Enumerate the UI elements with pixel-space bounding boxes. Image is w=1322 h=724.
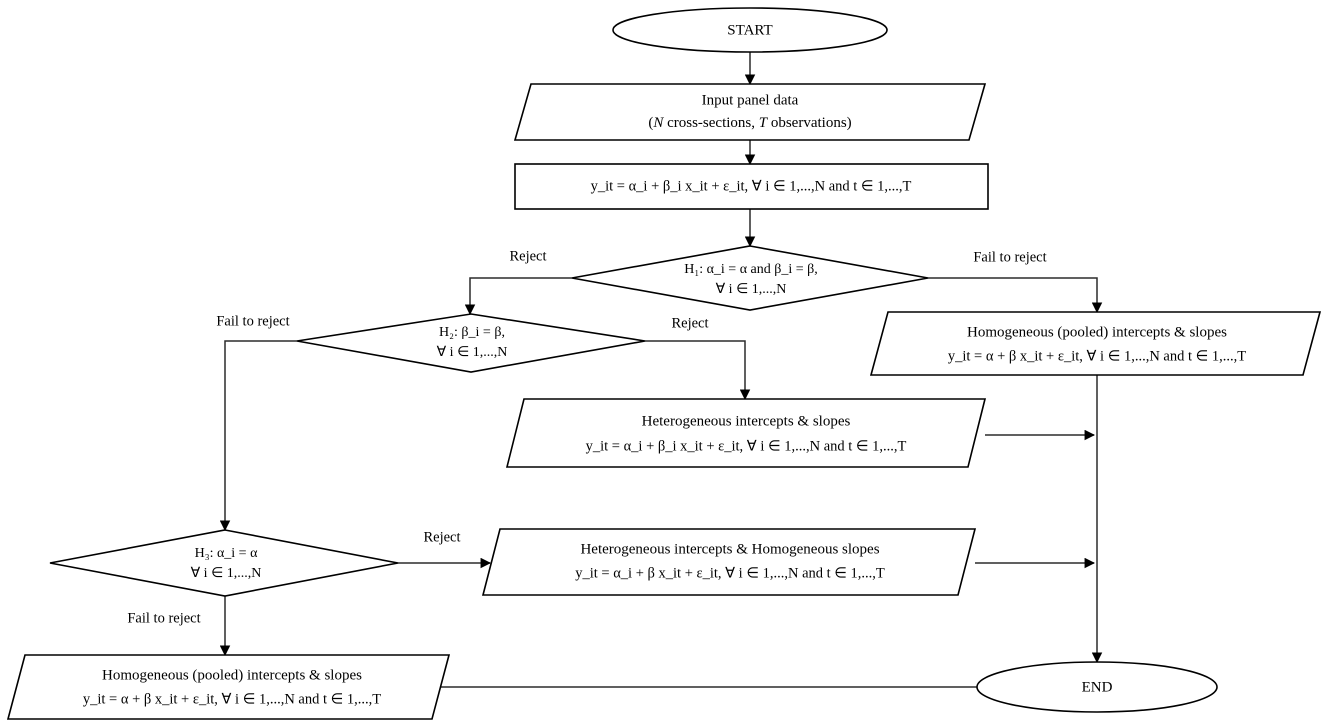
h1-line1: H₁: α_i = α and β_i = β, — [684, 262, 818, 277]
node-h1-decision[interactable]: H₁: α_i = α and β_i = β, ∀ i ∈ 1,...,N — [571, 245, 929, 311]
edge-labels: Reject Fail to reject Fail to reject Rej… — [127, 248, 1046, 626]
label-h2-reject: Reject — [671, 315, 708, 331]
h3-diamond[interactable] — [49, 529, 399, 597]
node-pooled-right[interactable]: Homogeneous (pooled) intercepts & slopes… — [869, 311, 1322, 376]
end-ellipse[interactable] — [976, 661, 1218, 713]
h3-line1: H₃: α_i = α — [195, 546, 259, 561]
h2-line2: ∀ i ∈ 1,...,N — [437, 345, 508, 360]
model-rectangle[interactable] — [514, 163, 989, 210]
label-h3-reject: Reject — [423, 529, 460, 545]
hetero-both-equation: y_it = α_i + β_i x_it + ε_it, ∀ i ∈ 1,..… — [586, 438, 907, 454]
start-ellipse[interactable] — [612, 7, 888, 53]
node-hetero-intercepts[interactable]: Heterogeneous intercepts & Homogeneous s… — [481, 528, 977, 596]
hetero-both-line1: Heterogeneous intercepts & slopes — [642, 413, 851, 429]
hetero-int-equation: y_it = α_i + β x_it + ε_it, ∀ i ∈ 1,...,… — [575, 565, 885, 581]
pooled-right-line1: Homogeneous (pooled) intercepts & slopes — [967, 324, 1227, 340]
edge-h1-reject-to-h2 — [464, 277, 572, 316]
pooled-bottom-line1: Homogeneous (pooled) intercepts & slopes — [102, 667, 362, 683]
input-line2-post: observations) — [767, 115, 852, 131]
input-line2-mid: cross-sections, — [663, 115, 758, 131]
h1-line2: ∀ i ∈ 1,...,N — [716, 282, 787, 297]
input-line2-pre: ( — [648, 115, 653, 131]
label-h2-fail-to-reject: Fail to reject — [216, 313, 289, 329]
node-h3-decision[interactable]: H₃: α_i = α ∀ i ∈ 1,...,N — [49, 529, 399, 597]
hetero-int-parallelogram[interactable] — [481, 528, 977, 596]
h1-diamond[interactable] — [571, 245, 929, 311]
model-equation: y_it = α_i + β_i x_it + ε_it, ∀ i ∈ 1,..… — [591, 178, 912, 194]
input-line2-T: T — [759, 115, 769, 131]
node-start[interactable]: START — [612, 7, 888, 53]
start-label: START — [727, 22, 772, 38]
h3-line2: ∀ i ∈ 1,...,N — [191, 566, 262, 581]
input-line2-N: N — [652, 115, 664, 131]
hetero-int-line1: Heterogeneous intercepts & Homogeneous s… — [580, 541, 879, 557]
h2-line1: H₂: β_i = β, — [439, 325, 505, 340]
label-h3-fail-to-reject: Fail to reject — [127, 610, 200, 626]
input-parallelogram[interactable] — [513, 83, 987, 141]
node-end[interactable]: END — [976, 661, 1218, 713]
input-line1: Input panel data — [702, 92, 799, 108]
h2-diamond[interactable] — [296, 313, 646, 373]
pooled-right-equation: y_it = α + β x_it + ε_it, ∀ i ∈ 1,...,N … — [948, 348, 1246, 364]
end-label: END — [1082, 679, 1113, 695]
hetero-both-parallelogram[interactable] — [505, 398, 987, 468]
edge-h2-fail-to-h3 — [219, 340, 297, 532]
node-model-equation[interactable]: y_it = α_i + β_i x_it + ε_it, ∀ i ∈ 1,..… — [514, 163, 989, 210]
pooled-bottom-equation: y_it = α + β x_it + ε_it, ∀ i ∈ 1,...,N … — [83, 691, 381, 707]
edge-h2-reject-to-hetero-both — [645, 340, 751, 401]
node-input-panel-data[interactable]: Input panel data (N cross-sections, T ob… — [513, 83, 987, 141]
label-h1-reject: Reject — [509, 248, 546, 264]
input-line2: (N cross-sections, T observations) — [648, 115, 851, 131]
pooled-bottom-parallelogram[interactable] — [6, 654, 451, 720]
node-h2-decision[interactable]: H₂: β_i = β, ∀ i ∈ 1,...,N — [296, 313, 646, 373]
edge-h1-fail-to-pooled-right — [928, 277, 1103, 314]
label-h1-fail-to-reject: Fail to reject — [973, 249, 1046, 265]
pooled-right-parallelogram[interactable] — [869, 311, 1322, 376]
node-pooled-bottom[interactable]: Homogeneous (pooled) intercepts & slopes… — [6, 654, 451, 720]
connectors — [219, 52, 1103, 693]
node-hetero-both[interactable]: Heterogeneous intercepts & slopes y_it =… — [505, 398, 987, 468]
